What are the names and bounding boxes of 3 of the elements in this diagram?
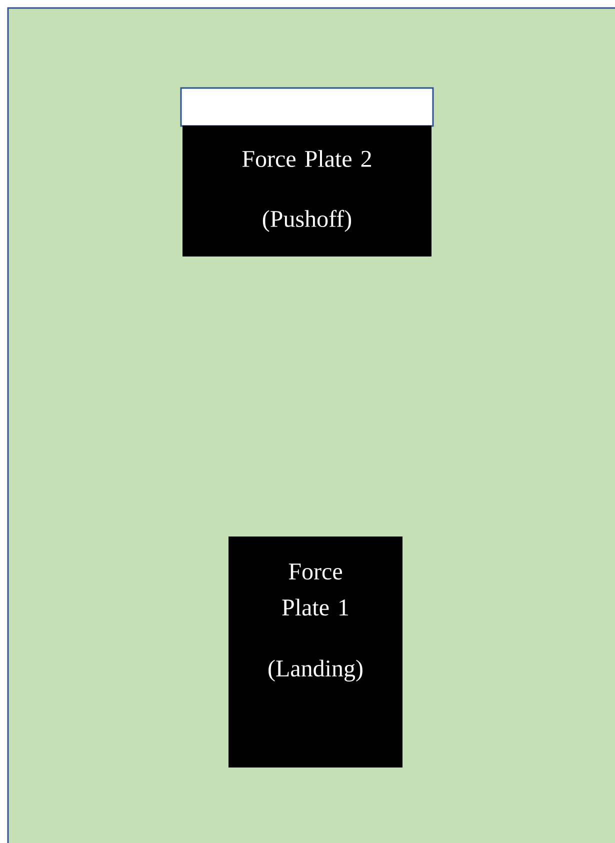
force-plate: Force Plate 1 (Landing) [228,536,402,768]
bar [180,87,434,127]
force-plate: Force Plate 2 (Pushoff) [182,126,432,256]
